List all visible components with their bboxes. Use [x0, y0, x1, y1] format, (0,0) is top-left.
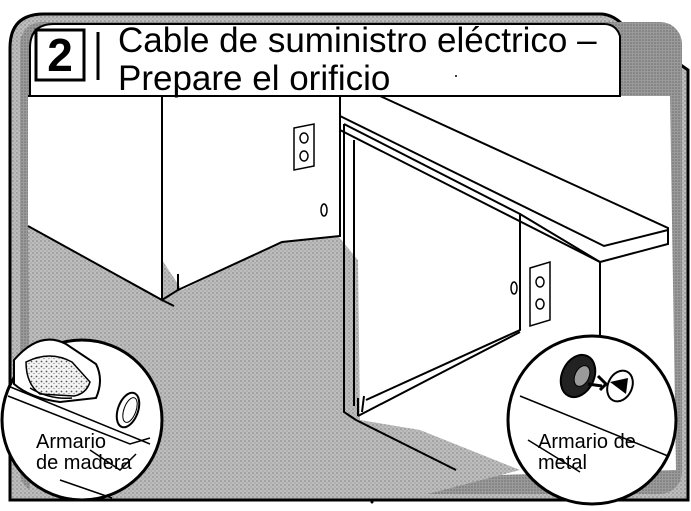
- title-box: [29, 23, 621, 97]
- hole-icon: [320, 203, 328, 217]
- dishwasher-opening: [343, 123, 521, 471]
- wood-cabinet-label: Armario de madera: [36, 432, 132, 474]
- print-speck: [455, 75, 457, 77]
- metal-cabinet-label: Armario de metal: [538, 432, 636, 474]
- grommet-icon: [559, 353, 634, 403]
- title-line-2: Prepare el orificio: [118, 59, 391, 98]
- step-number: 2: [47, 29, 73, 81]
- hole-icon: [510, 281, 518, 295]
- page-title: Cable de suministro eléctrico – Prepare …: [118, 22, 638, 98]
- wood-cabinet-label-line-1: Armario: [36, 431, 107, 453]
- step-number-box: [34, 28, 86, 82]
- callout-wood-cabinet: [0, 338, 164, 502]
- electrical-outlet-icon: [293, 123, 315, 171]
- print-speck: [370, 500, 374, 504]
- wood-cabinet-label-line-2: de madera: [36, 452, 132, 474]
- callout-metal-cabinet: [506, 334, 678, 506]
- metal-cabinet-label-line-1: Armario de: [538, 431, 636, 453]
- hole-icon: [115, 391, 141, 429]
- electrical-outlet-icon: [529, 260, 551, 328]
- title-line-1: Cable de suministro eléctrico –: [118, 21, 597, 60]
- metal-cabinet-label-line-2: metal: [538, 452, 587, 474]
- sanding-tool-icon: [13, 338, 101, 404]
